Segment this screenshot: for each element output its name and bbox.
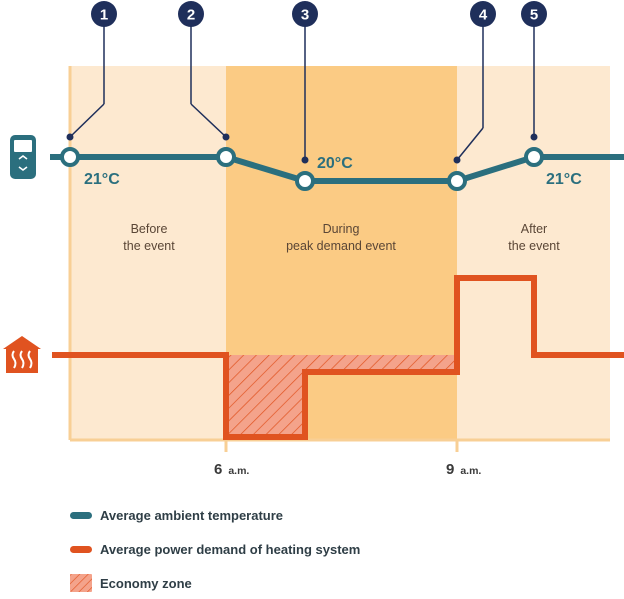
marker-label: 5 bbox=[530, 7, 538, 24]
legend-economy-swatch bbox=[70, 574, 92, 592]
power-demand-line bbox=[52, 275, 624, 440]
legend-power-swatch bbox=[70, 546, 92, 553]
time-9am-suffix: a.m. bbox=[460, 465, 481, 477]
time-9am-label: 9 a.m. bbox=[446, 461, 481, 478]
before-event-zone bbox=[70, 66, 226, 440]
phase-before-line1: Before bbox=[131, 222, 168, 236]
legend: Average ambient temperature Average powe… bbox=[70, 508, 360, 592]
marker-label: 2 bbox=[187, 7, 195, 24]
phase-during-line2: peak demand event bbox=[286, 239, 396, 253]
temperature-line bbox=[50, 154, 624, 184]
economy-zone-area bbox=[226, 355, 457, 437]
time-6am-suffix: a.m. bbox=[228, 465, 249, 477]
marker-label: 4 bbox=[479, 7, 488, 24]
thermostat-icon bbox=[10, 135, 36, 179]
legend-temperature-swatch bbox=[70, 512, 92, 519]
legend-temperature-label: Average ambient temperature bbox=[100, 508, 283, 523]
time-6am-label: 6 a.m. bbox=[214, 461, 249, 478]
marker-badge-5: 5 bbox=[521, 1, 547, 27]
marker-badge-1: 1 bbox=[91, 1, 117, 27]
legend-economy-label: Economy zone bbox=[100, 576, 192, 591]
marker-badge-3: 3 bbox=[292, 1, 318, 27]
marker-badge-4: 4 bbox=[470, 1, 496, 27]
temp-before-label: 21°C bbox=[84, 171, 120, 188]
marker-label: 3 bbox=[301, 7, 309, 24]
phase-after-line2: the event bbox=[508, 239, 560, 253]
time-6am-hour: 6 bbox=[214, 461, 222, 478]
phase-during-line1: During bbox=[323, 222, 360, 236]
marker-dots bbox=[66, 133, 538, 164]
heater-icon bbox=[3, 336, 41, 373]
time-9am-hour: 9 bbox=[446, 461, 454, 478]
phase-after-line1: After bbox=[521, 222, 547, 236]
marker-leaders bbox=[69, 26, 535, 161]
legend-power-label: Average power demand of heating system bbox=[100, 542, 360, 557]
temp-during-label: 20°C bbox=[317, 155, 353, 172]
temperature-nodes bbox=[60, 147, 544, 191]
phase-before-line2: the event bbox=[123, 239, 175, 253]
marker-label: 1 bbox=[100, 7, 108, 24]
marker-badge-2: 2 bbox=[178, 1, 204, 27]
temp-after-label: 21°C bbox=[546, 171, 582, 188]
